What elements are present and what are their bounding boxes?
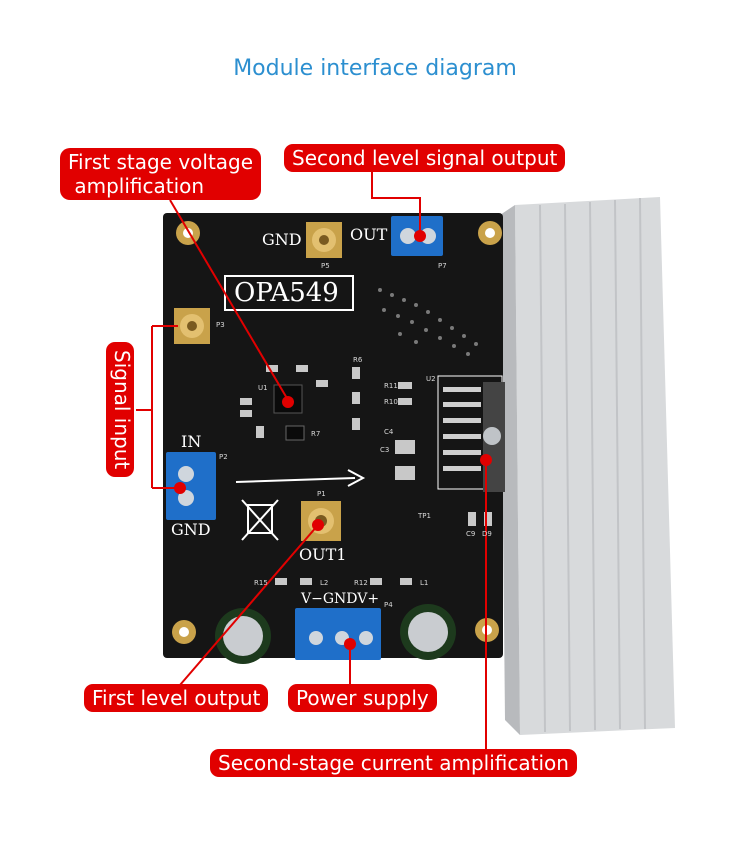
in-label: IN	[181, 432, 202, 451]
weee-bin-icon	[241, 499, 279, 541]
screw-terminal-icon	[166, 216, 443, 660]
callout-first-level-output: First level output	[84, 684, 269, 712]
ref-p2: P2	[219, 453, 228, 461]
ref-u1: U1	[258, 384, 268, 392]
ref-l1: L1	[420, 579, 429, 587]
pcb-board	[163, 213, 503, 658]
ref-r10: R10	[384, 398, 398, 406]
callout-signal-input: Signal input	[106, 342, 134, 478]
callout-power-supply: Power supply	[288, 684, 437, 712]
leader-first-stage	[169, 199, 289, 401]
ref-r15: R15	[254, 579, 268, 587]
ref-c9: C9	[466, 530, 476, 538]
ref-tp1: TP1	[418, 512, 431, 520]
smd-component-icon	[240, 365, 492, 585]
signal-flow-arrow-icon	[235, 469, 366, 487]
leader-second-level-output	[371, 170, 421, 236]
callout-second-level-output: Second level signal output	[284, 144, 566, 172]
out-top-label: OUT	[350, 225, 388, 244]
ref-r12: R12	[354, 579, 368, 587]
ref-p3: P3	[216, 321, 225, 329]
via-pattern	[378, 288, 478, 356]
power-pins-label: V−GNDV+	[301, 591, 380, 607]
ref-r6: R6	[353, 356, 363, 364]
callout-first-stage-voltage-line1: First stage voltage	[68, 150, 254, 174]
chip-name-label: OPA549	[234, 278, 339, 308]
ref-c3: C3	[380, 446, 390, 454]
power-amplifier-u2-icon	[437, 375, 505, 492]
ref-c4: C4	[384, 428, 394, 436]
transistor-r7-icon	[285, 425, 305, 441]
ref-p5: P5	[321, 262, 330, 270]
out1-label: OUT1	[299, 545, 347, 564]
callout-first-stage-voltage: First stage voltage amplification	[60, 148, 262, 200]
ref-p1: P1	[317, 490, 326, 498]
gnd-top-label: GND	[262, 230, 302, 249]
leader-first-level-output	[179, 524, 319, 686]
ref-r7: R7	[311, 430, 321, 438]
ref-p4: P4	[384, 601, 393, 609]
ref-l2: L2	[320, 579, 329, 587]
heatsink	[500, 197, 675, 735]
ref-p7: P7	[438, 262, 447, 270]
callout-second-stage-current: Second-stage current amplification	[210, 749, 577, 777]
capacitor-icon	[215, 604, 456, 664]
callout-dots	[174, 230, 492, 650]
callout-first-stage-voltage-line2: amplification	[68, 174, 205, 198]
diagram-title: Module interface diagram	[233, 56, 517, 81]
gnd-left-label: GND	[171, 520, 211, 539]
ref-r11: R11	[384, 382, 398, 390]
ref-u2: U2	[426, 375, 436, 383]
ref-d9: D9	[482, 530, 492, 538]
